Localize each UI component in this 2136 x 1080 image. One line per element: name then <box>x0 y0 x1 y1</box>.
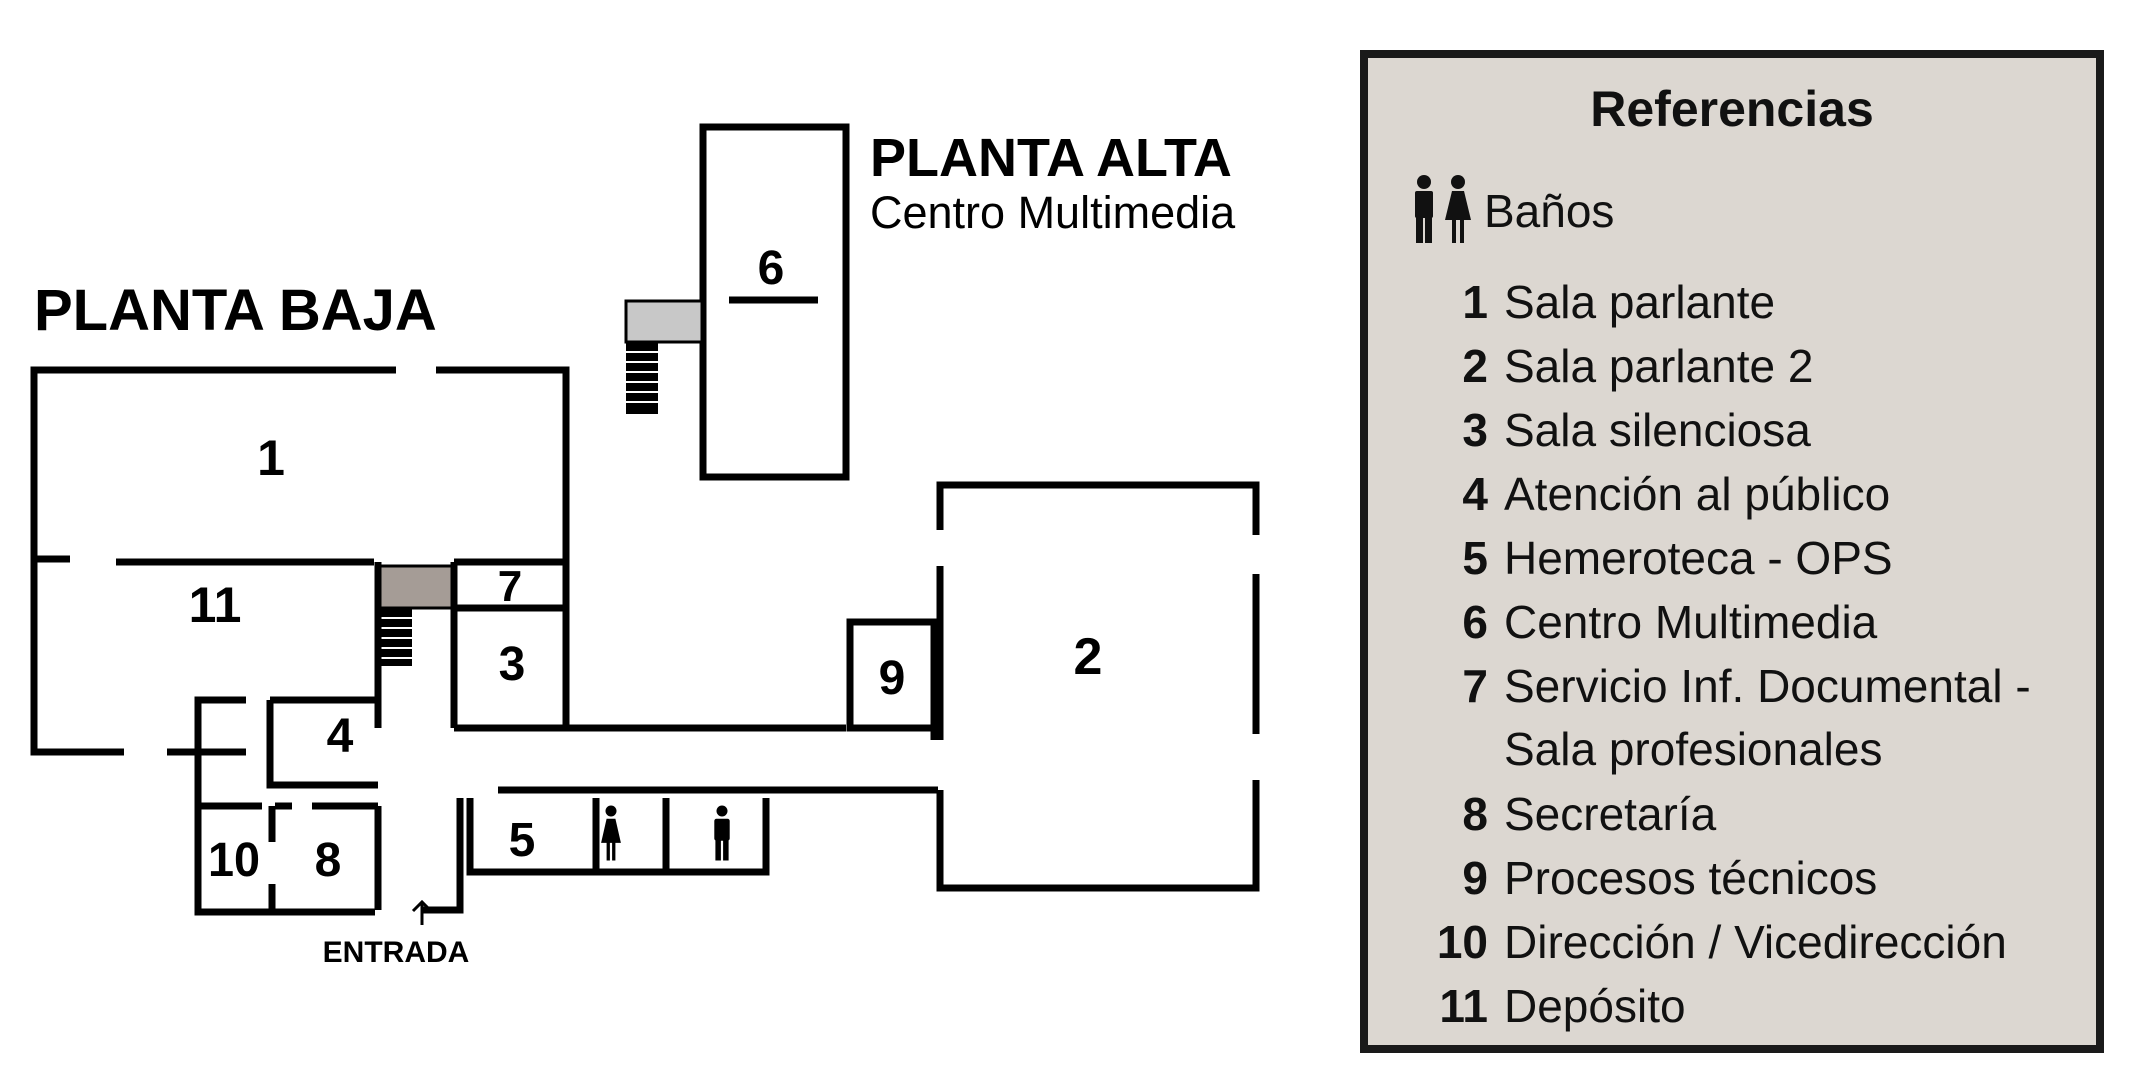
room-11: 11 <box>30 559 246 756</box>
room-number: 5 <box>509 814 536 867</box>
room-number: 4 <box>327 710 354 763</box>
legend-item-10: 10 Dirección / Vicedirección <box>1398 910 2098 974</box>
room-5: 5 <box>466 798 770 876</box>
entrance: ENTRADA <box>323 899 470 969</box>
room-number: 8 <box>315 834 342 887</box>
arrow-up-icon <box>411 899 433 925</box>
legend-number: 5 <box>1462 532 1488 584</box>
room-8: 8 <box>312 802 382 910</box>
room-number: 7 <box>498 562 522 611</box>
legend-item-11: 11 Depósito <box>1398 974 2098 1038</box>
room-number: 10 <box>208 834 260 887</box>
legend-banos: Baños <box>1410 174 1615 249</box>
legend-item-7: 7 Servicio Inf. Documental - <box>1398 654 2098 718</box>
legend-label: Procesos técnicos <box>1504 852 1878 904</box>
room-2: 2 <box>936 481 1260 892</box>
legend-label: Centro Multimedia <box>1504 596 1878 648</box>
legend-label: Sala parlante <box>1504 276 1776 328</box>
legend-label: Dirección / Vicedirección <box>1504 916 2007 968</box>
legend-number: 10 <box>1436 916 1488 968</box>
legend-banos-label: Baños <box>1484 185 1615 237</box>
legend-number: 1 <box>1462 276 1488 328</box>
room-number: 6 <box>758 242 785 295</box>
legend-label: Sala silenciosa <box>1504 404 1811 456</box>
legend-item-1: 1 Sala parlante <box>1398 270 2098 334</box>
room-number: 2 <box>1074 628 1103 686</box>
legend-item-7-continuation: Sala profesionales <box>1504 723 1883 775</box>
floor-plan: PLANTA BAJA PLANTA ALTA Centro Multimedi… <box>30 123 1260 969</box>
room-3: 3 <box>450 608 526 732</box>
legend-item-3: 3 Sala silenciosa <box>1398 398 2098 462</box>
legend-item-9: 9 Procesos técnicos <box>1398 846 2098 910</box>
legend-number: 8 <box>1462 788 1488 840</box>
room-10: 10 <box>198 802 375 916</box>
room-7: 7 <box>450 558 566 612</box>
room-number: 1 <box>257 430 285 486</box>
man-icon <box>714 805 730 861</box>
legend-label: Hemeroteca - OPS <box>1504 532 1893 584</box>
legend-label: Servicio Inf. Documental - <box>1504 660 2031 712</box>
room-number: 11 <box>189 577 242 633</box>
legend-number: 9 <box>1462 852 1488 904</box>
room-6: 6 <box>699 123 850 481</box>
legend-number: 2 <box>1462 340 1488 392</box>
restroom-icon <box>1410 174 1474 249</box>
legend-item-2: 2 Sala parlante 2 <box>1398 334 2098 398</box>
legend-label: Atención al público <box>1504 468 1891 520</box>
legend-label: Depósito <box>1504 980 1686 1032</box>
room-number: 9 <box>879 652 906 705</box>
stairs-icon <box>624 299 704 414</box>
legend-item-8: 8 Secretaría <box>1398 782 2098 846</box>
legend-title: Referencias <box>1590 81 1874 137</box>
legend-number: 6 <box>1462 596 1488 648</box>
woman-icon <box>601 805 621 861</box>
room-1: 1 <box>30 366 570 729</box>
stairs-icon <box>378 564 454 666</box>
legend-label: Sala parlante 2 <box>1504 340 1814 392</box>
legend-number: 11 <box>1439 980 1488 1032</box>
ground-floor-title: PLANTA BAJA <box>34 278 437 343</box>
legend-item-4: 4 Atención al público <box>1398 462 2098 526</box>
legend-number: 4 <box>1462 468 1488 520</box>
upper-floor-title: PLANTA ALTA <box>870 128 1232 188</box>
legend-label: Secretaría <box>1504 788 1717 840</box>
legend-item-5: 5 Hemeroteca - OPS <box>1398 526 2098 590</box>
legend-number: 7 <box>1462 660 1488 712</box>
upper-floor-subtitle: Centro Multimedia <box>870 187 1236 238</box>
legend-item-6: 6 Centro Multimedia <box>1398 590 2098 654</box>
entrance-label: ENTRADA <box>323 936 470 969</box>
room-9: 9 <box>846 618 938 740</box>
legend-number: 3 <box>1462 404 1488 456</box>
room-number: 3 <box>499 638 526 691</box>
